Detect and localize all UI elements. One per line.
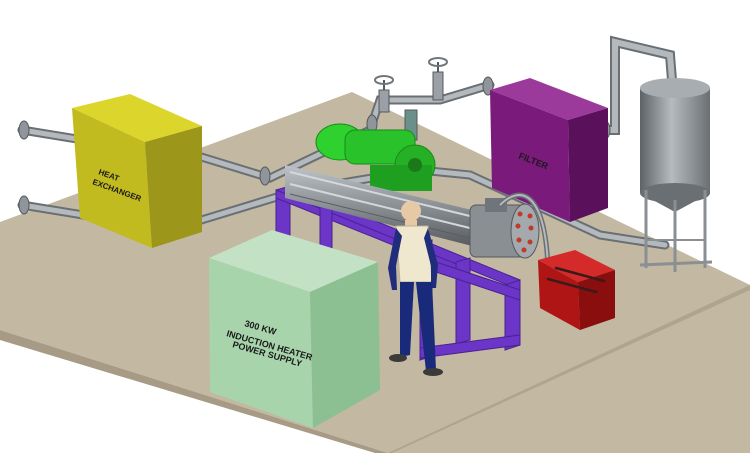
storage-vessel	[639, 78, 713, 272]
person-head-icon	[401, 201, 421, 221]
induction-heater-coil	[285, 165, 551, 269]
heater-terminal-icons	[515, 211, 534, 253]
valve-handwheel-icon	[428, 57, 448, 67]
circulation-pump	[315, 123, 436, 191]
control-box-lettering	[546, 266, 606, 294]
heat-exchanger: HEAT EXCHANGER	[72, 94, 202, 248]
pump-shaft-icon	[408, 158, 422, 172]
person-figure	[388, 201, 443, 376]
filter-housing: FILTER	[490, 78, 608, 222]
gate-valves	[374, 57, 448, 141]
control-box	[538, 250, 615, 330]
valve-handwheel-icon	[374, 75, 394, 85]
power-supply-cabinet: 300 KW INDUCTION HEATER POWER SUPPLY	[209, 230, 380, 428]
